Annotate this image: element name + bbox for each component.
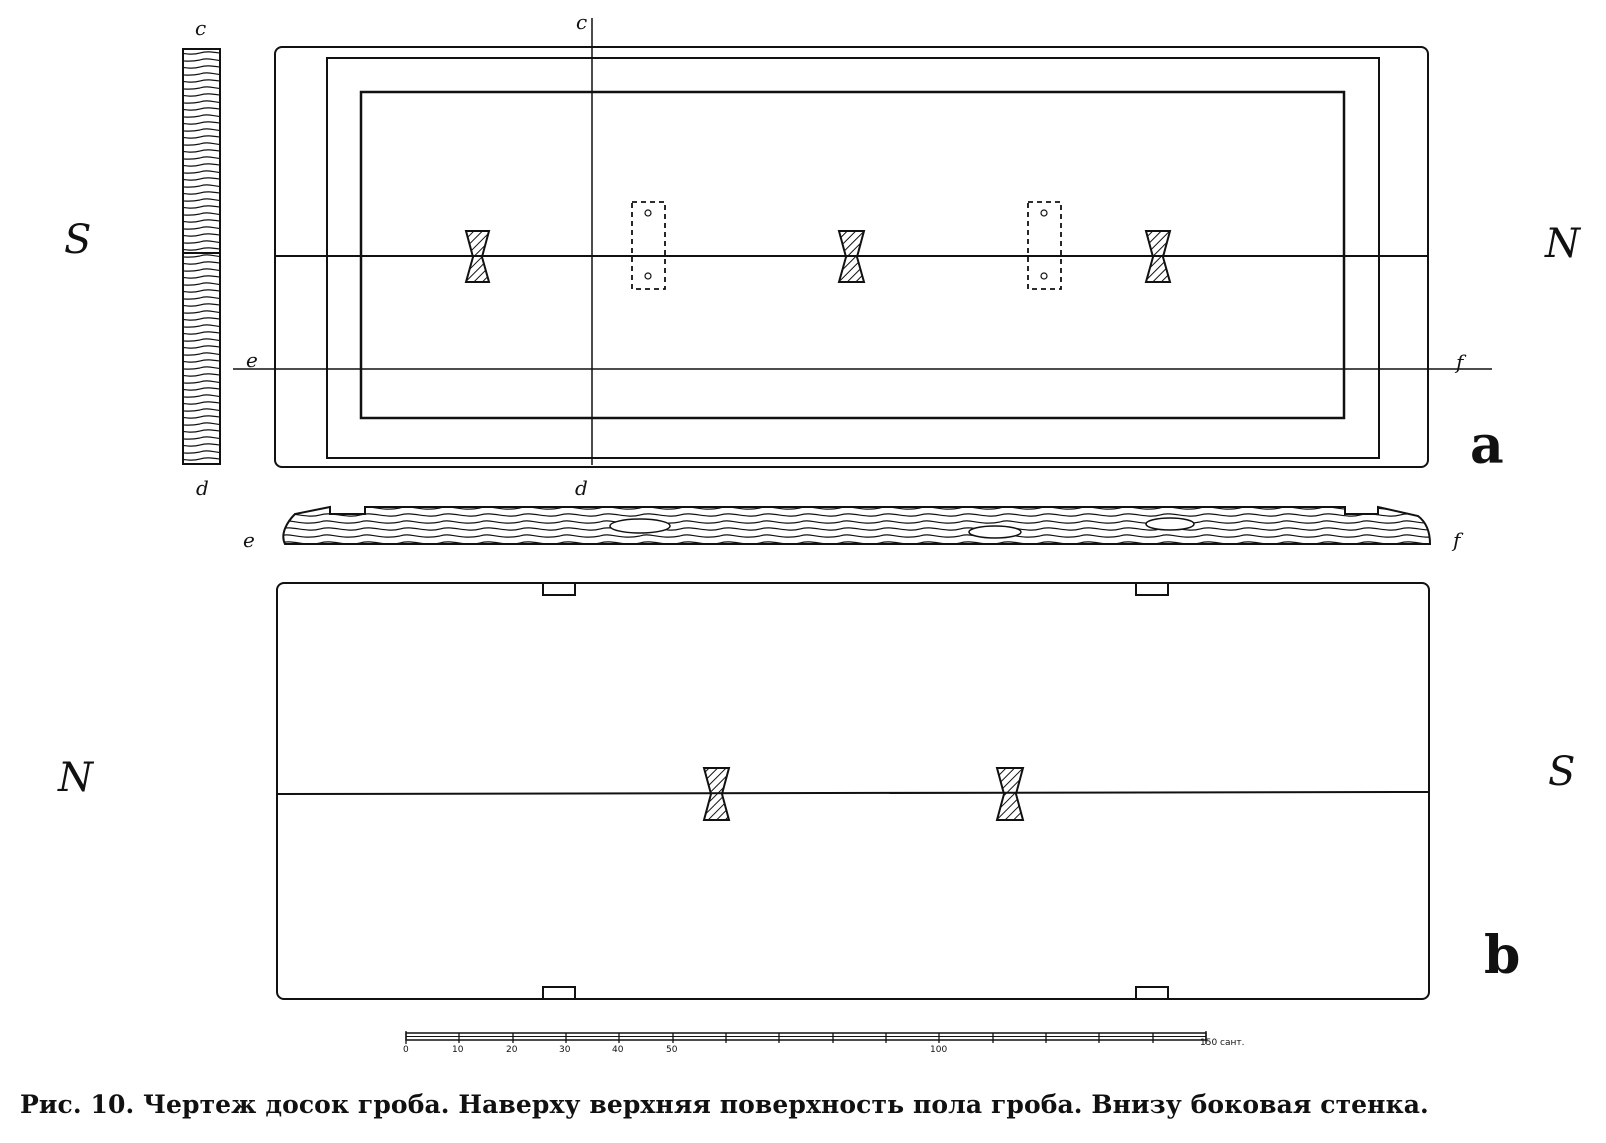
slot-holes	[644, 209, 1048, 280]
butterfly-key	[464, 230, 491, 283]
scale-tick-50: 50	[666, 1045, 678, 1055]
label-d-left: d	[196, 476, 209, 500]
hole	[644, 209, 652, 217]
butterfly-keys-bottom	[702, 767, 1025, 821]
knot	[968, 525, 1022, 539]
floor-top-view	[233, 18, 1492, 468]
figure-caption: Рис. 10. Чертеж досок гроба. Наверху вер…	[20, 1090, 1429, 1119]
scale-tick-40: 40	[612, 1045, 624, 1055]
side-wall-view	[276, 582, 1430, 1000]
scale-end-label: 150 сант.	[1200, 1038, 1245, 1048]
scale-tick-20: 20	[506, 1045, 518, 1055]
butterfly-key	[995, 767, 1025, 821]
label-f: f	[1456, 350, 1464, 374]
hole	[1040, 272, 1048, 280]
profile-outline	[282, 505, 1432, 545]
scale-tick-0: 0	[403, 1045, 409, 1055]
butterfly-key	[837, 230, 866, 283]
label-c-left: c	[195, 16, 207, 40]
compass-south-bottom: S	[1548, 749, 1576, 795]
label-f-profile: f	[1453, 528, 1461, 552]
label-c-mid: c	[576, 10, 588, 34]
scale-tick-10: 10	[452, 1045, 464, 1055]
butterfly-key	[702, 767, 731, 821]
label-e-profile: e	[243, 528, 255, 552]
label-d-mid: d	[575, 476, 588, 500]
top-notch	[542, 582, 576, 596]
dowel-slot	[631, 201, 666, 290]
top-notch	[1135, 582, 1169, 596]
butterfly-keys-top	[464, 230, 1172, 283]
scale-bar	[405, 1031, 1207, 1044]
panel-label-b: b	[1484, 925, 1521, 986]
label-e: e	[246, 348, 258, 372]
scale-ticks	[405, 1031, 1207, 1044]
dowel-slot	[1027, 201, 1062, 290]
compass-south-top: S	[64, 217, 92, 263]
butterfly-key	[1144, 230, 1172, 283]
section-ef-profile	[282, 505, 1432, 545]
side-wall-border	[276, 582, 1430, 1000]
section-cd-lower	[182, 252, 221, 465]
scale-tick-100: 100	[930, 1045, 948, 1055]
panel-label-a: a	[1470, 415, 1504, 476]
compass-north-top: N	[1545, 221, 1580, 267]
bottom-notch	[1135, 986, 1169, 1000]
hole	[644, 272, 652, 280]
bottom-notch	[542, 986, 576, 1000]
hole	[1040, 209, 1048, 217]
knot	[609, 518, 671, 534]
floor-middle-border	[326, 57, 1380, 459]
knot	[1145, 517, 1195, 531]
side-wall-joint	[276, 791, 1430, 795]
section-cd-upper	[182, 48, 221, 254]
dashed-slots	[631, 201, 1062, 290]
compass-north-bottom: N	[58, 755, 93, 801]
scale-tick-30: 30	[559, 1045, 571, 1055]
section-cd-bar	[182, 48, 221, 465]
